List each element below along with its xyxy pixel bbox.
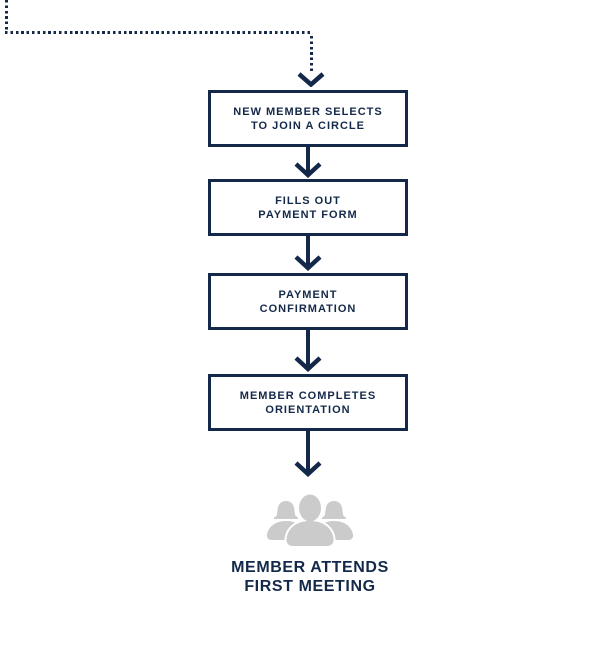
dotted-connector-arrowhead-icon [297,72,325,87]
dotted-connector-horizontal [5,31,313,34]
dotted-connector-vertical-start [5,0,8,32]
down-arrow-icon [294,235,322,271]
flow-step-join-circle: NEW MEMBER SELECTS TO JOIN A CIRCLE [208,90,408,147]
flow-final-step-label: MEMBER ATTENDS FIRST MEETING [231,559,389,595]
down-arrow-icon [294,146,322,178]
dotted-connector-vertical-end [310,36,313,72]
flow-step-payment-confirmation: PAYMENT CONFIRMATION [208,273,408,330]
down-arrow-icon [294,329,322,372]
group-people-icon [266,492,354,548]
flow-step-orientation: MEMBER COMPLETES ORIENTATION [208,374,408,431]
flow-step-payment-form: FILLS OUT PAYMENT FORM [208,179,408,236]
down-arrow-icon [294,430,322,477]
